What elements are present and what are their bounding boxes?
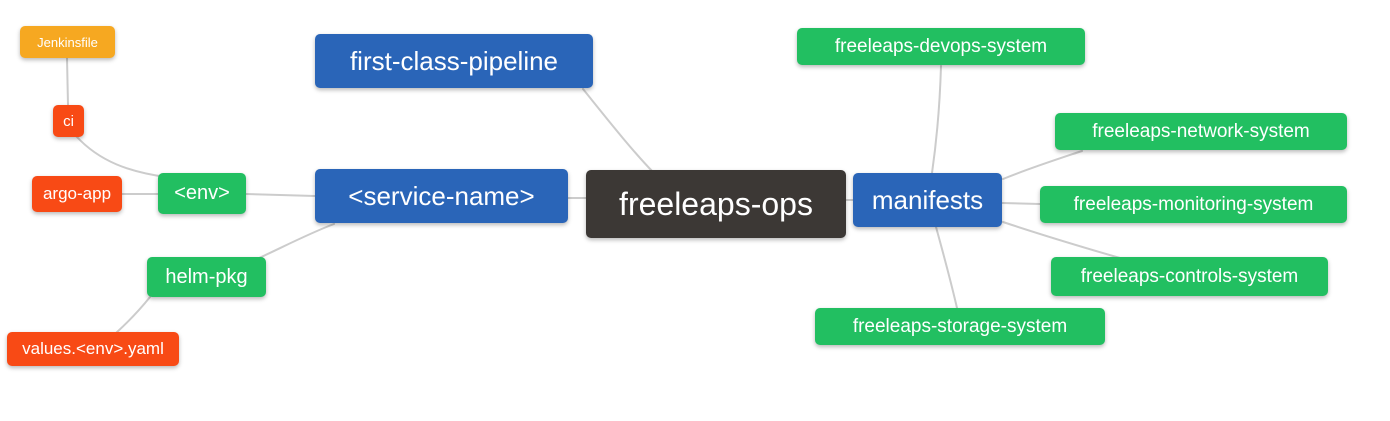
edge-helm-pkg-service-name (256, 223, 335, 260)
node-env[interactable]: <env> (158, 173, 246, 214)
node-ci[interactable]: ci (53, 105, 84, 137)
edge-ci-env (75, 135, 167, 178)
node-freeleaps-monitoring-system[interactable]: freeleaps-monitoring-system (1040, 186, 1347, 223)
edge-manifests-storage (935, 226, 958, 309)
edge-manifests-devops (931, 65, 942, 174)
node-freeleaps-controls-system[interactable]: freeleaps-controls-system (1051, 257, 1328, 296)
node-manifests[interactable]: manifests (853, 173, 1002, 227)
node-freeleaps-network-system[interactable]: freeleaps-network-system (1055, 113, 1347, 150)
edge-manifests-controls (1002, 221, 1121, 259)
node-argo-app[interactable]: argo-app (32, 176, 122, 212)
node-service-name[interactable]: <service-name> (315, 169, 568, 223)
node-first-class-pipeline[interactable]: first-class-pipeline (315, 34, 593, 88)
edge-jenkinsfile-ci (66, 57, 69, 106)
node-freeleaps-ops[interactable]: freeleaps-ops (586, 170, 846, 238)
node-freeleaps-devops-system[interactable]: freeleaps-devops-system (797, 28, 1085, 65)
node-values-env-yaml[interactable]: values.<env>.yaml (7, 332, 179, 366)
edge-env-service-name (245, 193, 316, 197)
edge-manifests-monitoring (1001, 202, 1041, 205)
node-jenkinsfile[interactable]: Jenkinsfile (20, 26, 115, 58)
node-freeleaps-storage-system[interactable]: freeleaps-storage-system (815, 308, 1105, 345)
edge-pipeline-ops (582, 88, 653, 172)
edge-helm-pkg-values (115, 296, 151, 334)
node-helm-pkg[interactable]: helm-pkg (147, 257, 266, 297)
edge-manifests-network (1002, 150, 1083, 180)
